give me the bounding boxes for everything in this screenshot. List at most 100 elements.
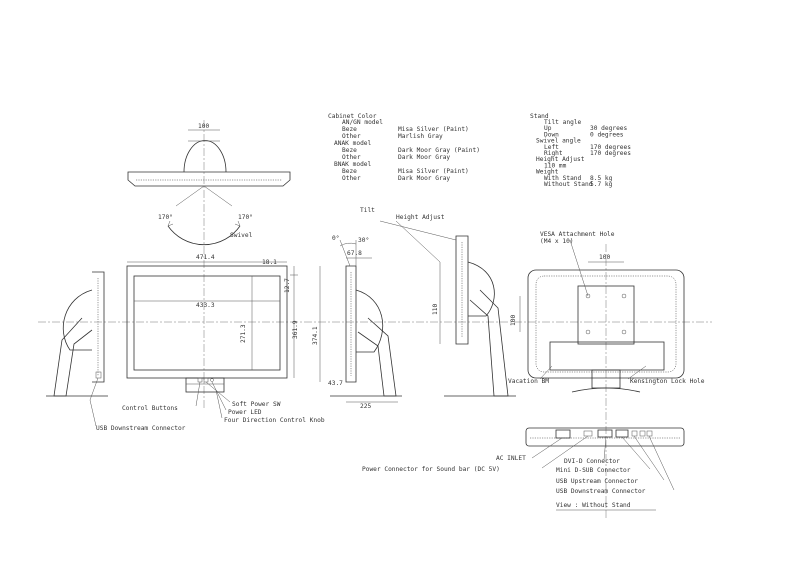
front-screen xyxy=(133,275,281,371)
swivel-label: Swivel xyxy=(230,232,253,239)
cabinet_color-row-value: Dark Moor Gray (Paint) xyxy=(398,147,480,154)
stand-row-value: 170 degrees xyxy=(590,150,631,157)
cabinet_color-row-label: Other xyxy=(342,133,361,140)
dvi-port xyxy=(597,429,613,438)
stand-row-label: Right xyxy=(544,150,563,157)
usb-up-leader xyxy=(633,435,665,481)
vesa-label: VESA Attachment Hole xyxy=(540,231,615,238)
cabinet_color-row-label: Beze xyxy=(342,147,357,154)
control-buttons-leader xyxy=(195,381,201,407)
cabinet_color-row-label: Other xyxy=(342,175,361,182)
tilt-line-a xyxy=(339,239,351,267)
soft-power-leader xyxy=(205,381,231,403)
stand-row-value: 170 degrees xyxy=(590,144,631,151)
ac-inlet-port xyxy=(555,429,571,439)
top-view-stand-dome xyxy=(183,140,227,173)
soft-power-switch xyxy=(203,377,209,383)
dsub-port xyxy=(615,429,629,438)
four-direction-label: Four Direction Control Knob xyxy=(224,417,325,424)
left-side-panel xyxy=(92,271,105,383)
stand-row-value: 30 degrees xyxy=(590,125,628,132)
cabinet_color-row-value: Misa Silver (Paint) xyxy=(398,168,469,175)
usb-down-left-label: USB Downstream Connector xyxy=(96,425,186,432)
usb-down-port-2 xyxy=(646,430,653,437)
height-side-stand xyxy=(469,289,509,397)
stand-row-label: With Stand xyxy=(544,175,582,182)
usb-down-leader xyxy=(648,435,675,491)
dim-rear-vesa: 100 xyxy=(599,254,610,261)
view-label: View : Without Stand xyxy=(556,502,631,509)
ac-in-label: AC INLET xyxy=(496,455,526,462)
vacation-leader xyxy=(539,365,553,380)
dim-base-depth: 225 xyxy=(360,403,371,410)
cabinet_color-row-value: Misa Silver (Paint) xyxy=(398,126,469,133)
dim-tilt-b: 30° xyxy=(358,236,369,244)
stand-row-label: Down xyxy=(544,131,559,138)
cabinet_color-row-value: Marlish Gray xyxy=(398,133,443,140)
kensington-leader xyxy=(627,365,647,380)
cabinet_color-row-value: Dark Moor Gray xyxy=(398,154,450,161)
dim-depth-top: 67.8 xyxy=(347,250,362,257)
cabinet_color-row-label: AN/GN model xyxy=(342,119,383,126)
height-side-hinge xyxy=(467,261,495,317)
dim-height-adj: 110 xyxy=(432,304,439,315)
stand-row-label: Up xyxy=(544,125,552,132)
vesa-hole-2 xyxy=(621,293,627,299)
usb-down-label: USB Downstream Connector xyxy=(556,488,646,495)
dim-swivel-left: 170° xyxy=(158,213,173,221)
usb-left-leader xyxy=(89,377,99,427)
rear-connector-cover xyxy=(549,341,665,371)
dim-screen-width: 433.3 xyxy=(196,302,215,309)
rear-stand-base xyxy=(571,387,641,393)
side-hinge xyxy=(355,289,384,353)
rear-vent-ring xyxy=(535,275,677,373)
cabinet-color-heading: Cabinet Color xyxy=(328,113,377,120)
stand-row-value: 0 degrees xyxy=(590,131,624,138)
left-side-hinge xyxy=(62,289,93,351)
vesa-hole-1 xyxy=(585,293,591,299)
rear-housing xyxy=(527,269,685,379)
top-view-body xyxy=(127,171,291,187)
cabinet_color-row-label: Beze xyxy=(342,126,357,133)
height-adjust-leader xyxy=(395,220,441,263)
power-led-leader xyxy=(211,381,227,411)
rear-vesa-plate xyxy=(577,285,635,345)
soft-power-label: Soft Power SW xyxy=(232,401,281,408)
swivel-arc xyxy=(167,225,241,246)
power-led-label: Power LED xyxy=(228,409,262,416)
swivel-limit-right xyxy=(203,185,233,207)
stand-row-label: Without Stand xyxy=(544,181,593,188)
dim-screen-height: 271.3 xyxy=(240,324,247,343)
vesa-leader xyxy=(569,239,589,297)
tilt-leader xyxy=(379,220,457,241)
vesa-hole-4 xyxy=(621,329,627,335)
dim-overall-height: 361.9 xyxy=(292,320,299,339)
usb-up-port xyxy=(631,430,638,437)
front-stand-base xyxy=(185,377,225,393)
cabinet_color-row-label: BNAK model xyxy=(334,161,372,168)
height-adjust-label: Height Adjust xyxy=(396,214,445,221)
stand-row-label: 110 mm xyxy=(544,162,567,169)
ac-leader xyxy=(531,437,563,459)
kensington-label: Kensington Lock Hole xyxy=(630,378,705,385)
power-sound-label: Power Connector for Sound bar (DC 5V) xyxy=(362,466,500,473)
stand-row-label: Height Adjust xyxy=(536,156,585,163)
control-buttons xyxy=(197,377,203,383)
stand-heading: Stand xyxy=(530,113,549,120)
dim-bezel-right: 18.1 xyxy=(262,259,277,266)
usb-down-port-1 xyxy=(639,430,646,437)
height-side-panel xyxy=(455,235,469,345)
left-side-usb-port xyxy=(95,371,102,379)
cabinet_color-row-label: Other xyxy=(342,154,361,161)
vesa-sub-label: (M4 x 10) xyxy=(540,238,574,245)
swivel-arrow-left xyxy=(167,220,174,227)
dim-tilt-a: 0° xyxy=(332,234,339,242)
stand-row-value: 5.7 kg xyxy=(590,181,613,188)
tilt-label: Tilt xyxy=(360,207,375,214)
dsub-leader xyxy=(621,436,651,470)
dim-swivel-right: 170° xyxy=(238,213,253,221)
stand-row-label: Tilt angle xyxy=(544,119,582,126)
